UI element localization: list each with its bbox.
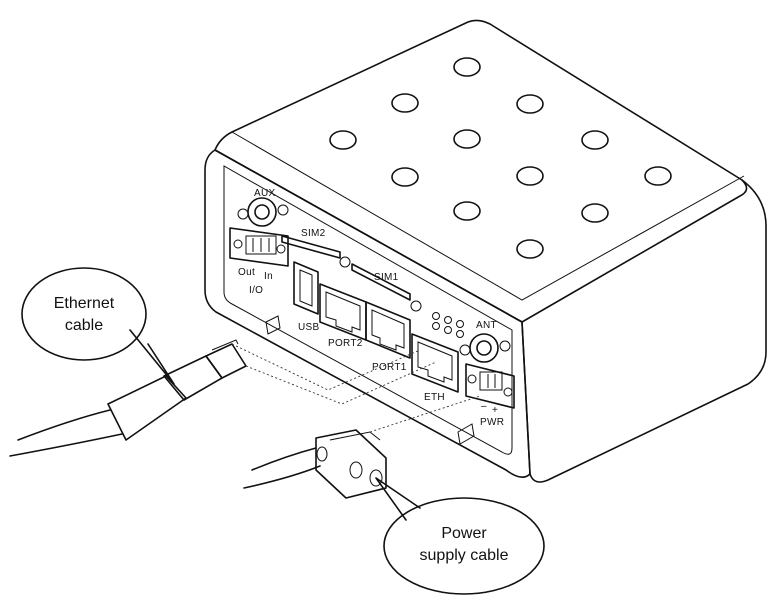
sim1-slot[interactable] [351,263,411,301]
power-supply-cable [243,429,387,499]
power-callout-line1: Power [441,525,487,542]
power-plug-body [315,429,387,499]
power-callout-line2: supply cable [420,547,509,564]
aux-label: AUX [254,188,275,199]
sim1-led [410,300,422,312]
ethernet-callout-line2: cable [65,317,103,334]
top-bevel-line [231,131,745,301]
pwr-terminal[interactable] [465,363,515,409]
io-out-label: Out [238,267,255,278]
usb-port[interactable] [293,261,319,315]
top-vents [329,57,672,259]
ethernet-plug-boot [107,375,187,441]
io-label: I/O [249,285,263,296]
sim1-label: SIM1 [374,272,399,283]
ethernet-plug-body [163,355,223,401]
usb-label: USB [298,322,319,333]
ethernet-guide-lines [231,343,437,405]
ant-connector[interactable] [459,333,511,363]
status-leds [432,312,464,338]
eth-jack[interactable] [411,333,459,393]
ant-label: ANT [476,320,497,331]
ethernet-plug-tip [205,343,247,379]
power-guide-line [369,395,481,433]
pwr-plus-label: + [492,405,498,416]
router-body [204,19,767,483]
ethernet-callout-line1: Ethernet [54,295,115,312]
port1-jack[interactable] [365,301,411,359]
sim2-slot[interactable] [281,235,341,259]
aux-connector[interactable] [237,197,289,227]
port1-label: PORT1 [372,362,407,373]
eth-label: ETH [424,392,445,403]
sim2-led [339,256,351,268]
io-in-label: In [264,271,273,282]
pwr-label: PWR [480,417,504,428]
port2-jack[interactable] [319,283,367,341]
front-panel-recess [223,165,513,455]
ethernet-cable [9,339,247,457]
router-front-face [204,149,531,478]
sim2-label: SIM2 [301,228,326,239]
io-terminal[interactable] [229,227,289,267]
router-right-face [521,179,767,483]
router-top-face [214,19,748,323]
front-clip-left [265,315,281,335]
port2-label: PORT2 [328,338,363,349]
power-callout: Power supply cable [375,477,545,595]
front-clip-right [457,423,475,445]
ethernet-callout: Ethernet cable [21,267,175,385]
pwr-minus-label: – [481,401,487,412]
